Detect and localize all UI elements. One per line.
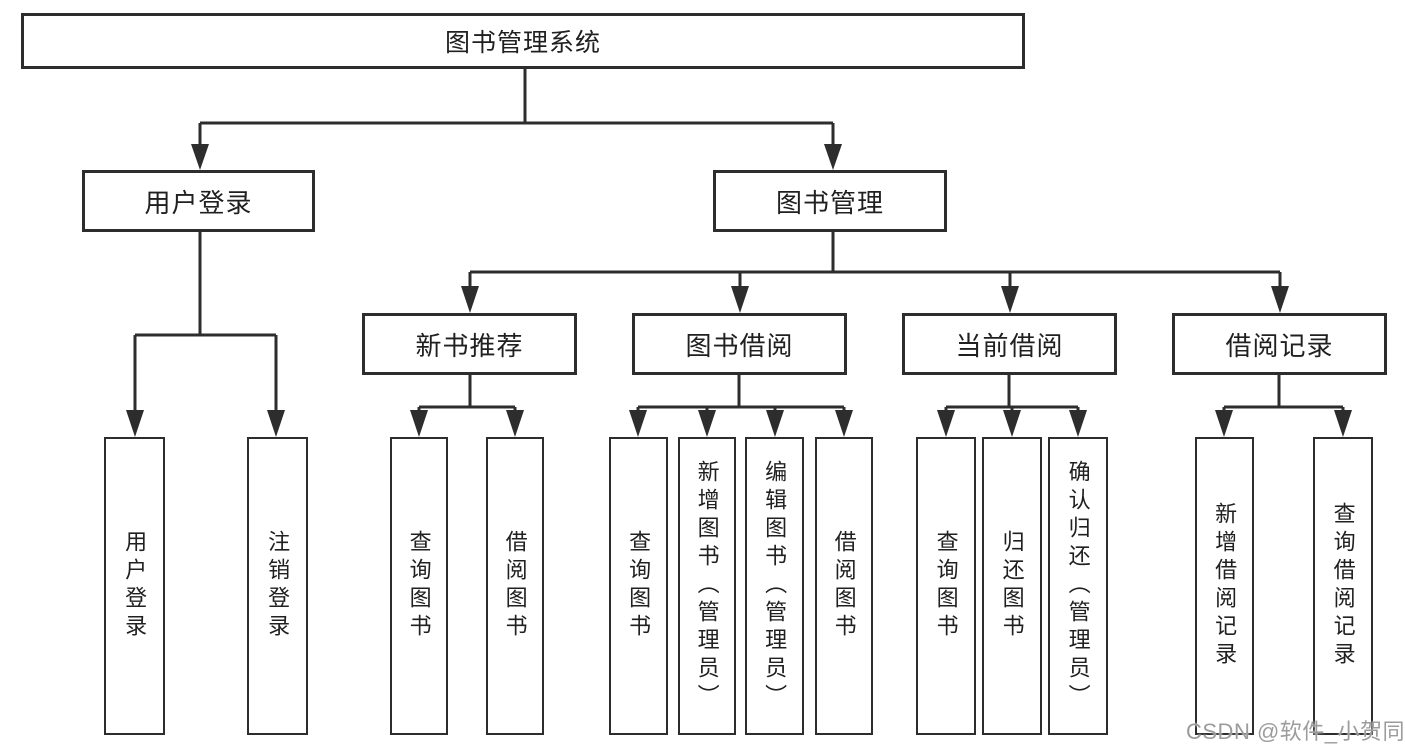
node-leaf-current-return-book: 归还图书 xyxy=(982,437,1042,735)
node-current-borrow-label: 当前借阅 xyxy=(955,330,1064,361)
node-root-label: 图书管理系统 xyxy=(444,29,601,57)
node-leaf-borrow-borrow-book-label: 借阅图书 xyxy=(831,530,857,642)
node-leaf-current-query-book-label: 查询图书 xyxy=(933,530,959,642)
node-borrow-record-label: 借阅记录 xyxy=(1225,330,1334,361)
node-new-book-recommend-label: 新书推荐 xyxy=(415,330,524,361)
node-leaf-borrow-add-book-label: 新增图书（管理员） xyxy=(694,460,720,712)
node-leaf-borrow-query-book-label: 查询图书 xyxy=(626,530,652,642)
node-leaf-user-login-label: 用户登录 xyxy=(122,530,148,642)
node-leaf-user-login: 用户登录 xyxy=(104,437,165,735)
node-new-book-recommend: 新书推荐 xyxy=(362,313,577,375)
node-book-borrow: 图书借阅 xyxy=(632,313,847,375)
node-leaf-borrow-edit-book: 编辑图书（管理员） xyxy=(745,437,804,735)
node-user-login: 用户登录 xyxy=(82,170,315,232)
node-book-borrow-label: 图书借阅 xyxy=(685,330,794,361)
node-leaf-record-query-label: 查询借阅记录 xyxy=(1330,502,1356,670)
node-leaf-record-add: 新增借阅记录 xyxy=(1195,437,1254,735)
node-leaf-current-return-book-label: 归还图书 xyxy=(999,530,1025,642)
node-leaf-record-add-label: 新增借阅记录 xyxy=(1212,502,1238,670)
node-root: 图书管理系统 xyxy=(21,13,1025,69)
node-leaf-record-query: 查询借阅记录 xyxy=(1313,437,1373,735)
node-borrow-record: 借阅记录 xyxy=(1172,313,1387,375)
node-leaf-borrow-edit-book-label: 编辑图书（管理员） xyxy=(762,460,788,712)
node-leaf-current-confirm-return-label: 确认归还（管理员） xyxy=(1065,460,1091,712)
edge-book-management-to-level3 xyxy=(461,232,1289,313)
node-leaf-logout: 注销登录 xyxy=(247,437,308,735)
node-book-management-label: 图书管理 xyxy=(775,187,884,218)
edge-current-borrow-to-leaves xyxy=(937,375,1087,437)
node-leaf-logout-label: 注销登录 xyxy=(265,530,291,642)
node-leaf-current-query-book: 查询图书 xyxy=(916,437,976,735)
watermark: CSDN @软件_小贺同学 xyxy=(1186,719,1405,744)
node-user-login-label: 用户登录 xyxy=(144,187,253,218)
node-leaf-rec-query-book-label: 查询图书 xyxy=(406,530,432,642)
edge-user-login-to-leaves xyxy=(126,232,285,437)
edge-root-to-level2 xyxy=(191,69,842,170)
node-leaf-rec-borrow-book: 借阅图书 xyxy=(486,437,544,735)
edge-new-book-recommend-to-leaves xyxy=(410,375,524,437)
node-book-management: 图书管理 xyxy=(713,170,947,232)
node-leaf-rec-query-book: 查询图书 xyxy=(390,437,448,735)
node-leaf-borrow-borrow-book: 借阅图书 xyxy=(815,437,873,735)
node-leaf-current-confirm-return: 确认归还（管理员） xyxy=(1048,437,1108,735)
node-leaf-borrow-add-book: 新增图书（管理员） xyxy=(678,437,736,735)
node-current-borrow: 当前借阅 xyxy=(902,313,1117,375)
edge-book-borrow-to-leaves xyxy=(629,375,853,437)
node-leaf-rec-borrow-book-label: 借阅图书 xyxy=(502,530,528,642)
edge-borrow-record-to-leaves xyxy=(1215,375,1352,437)
node-leaf-borrow-query-book: 查询图书 xyxy=(609,437,668,735)
